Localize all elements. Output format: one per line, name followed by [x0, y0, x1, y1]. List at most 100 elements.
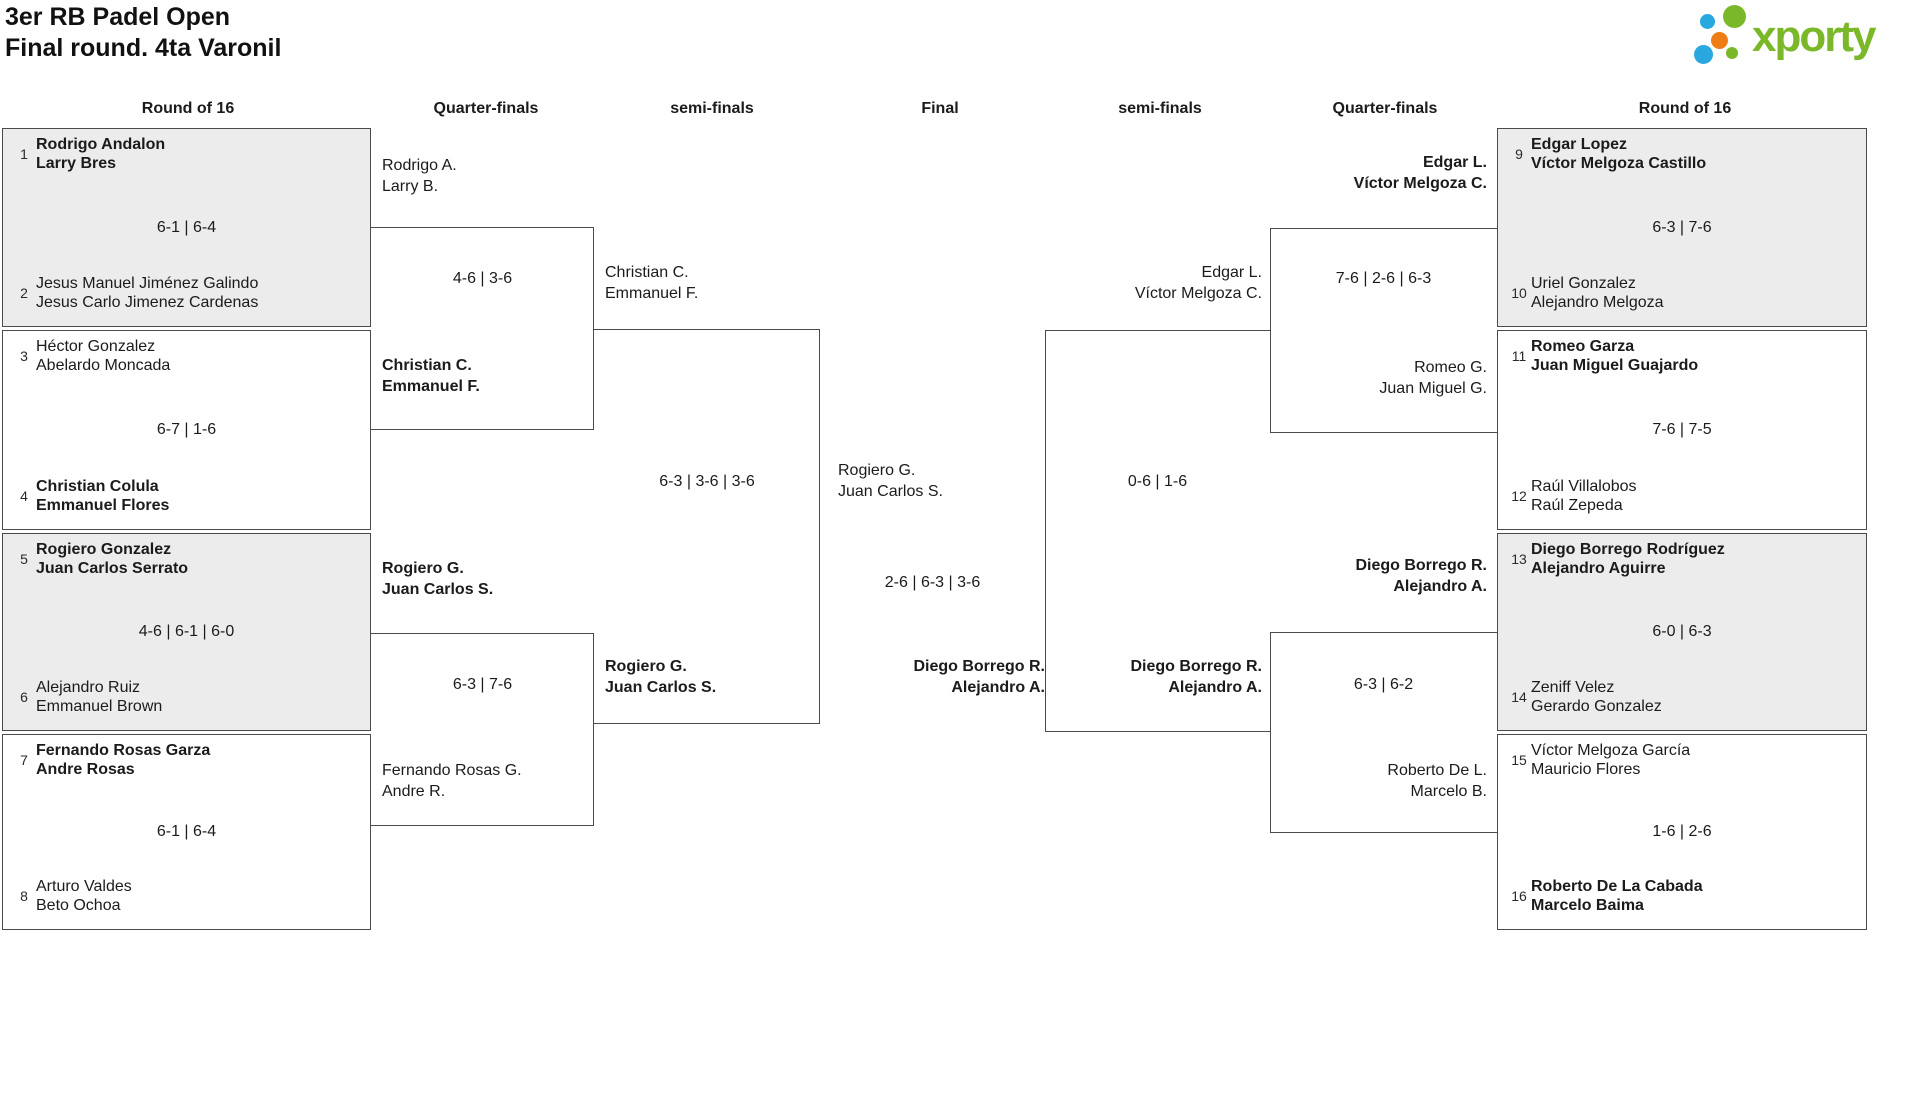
final-score: 2-6 | 6-3 | 3-6: [884, 574, 981, 591]
qf-right-2-top-team: Diego Borrego R. Alejandro A.: [1270, 555, 1487, 597]
final-bottom-team: Diego Borrego R. Alejandro A.: [820, 656, 1045, 698]
match-box-r16-1[interactable]: 1 Rodrigo Andalon Larry Bres 6-1 | 6-4 2…: [2, 128, 371, 327]
player-name: Víctor Melgoza C.: [1353, 175, 1487, 192]
player-name: Rodrigo A.: [382, 157, 457, 174]
player-name: Romeo Garza: [1531, 338, 1635, 355]
player-name: Jesus Carlo Jimenez Cardenas: [36, 294, 259, 311]
player-name: Andre R.: [382, 783, 446, 800]
player-name: Marcelo Baima: [1531, 897, 1644, 914]
seed-number: 13: [1511, 551, 1527, 567]
player-name: Raúl Zepeda: [1531, 497, 1623, 514]
player-name: Diego Borrego R.: [1355, 557, 1487, 574]
team-names: Roberto De La Cabada Marcelo Baima: [1531, 877, 1703, 915]
xporty-logo[interactable]: xporty: [1692, 3, 1920, 75]
logo-dot-green-small-icon: [1726, 47, 1738, 59]
seed-number: 14: [1511, 689, 1527, 705]
qf-right-2-bottom-team: Roberto De L. Marcelo B.: [1270, 760, 1487, 802]
seed-number: 6: [20, 689, 28, 705]
team-names: Christian Colula Emmanuel Flores: [36, 477, 169, 515]
player-name: Christian C.: [382, 357, 472, 374]
player-name: Jesus Manuel Jiménez Galindo: [36, 275, 259, 292]
logo-dot-blue-small-icon: [1700, 14, 1715, 29]
logo-wordmark: xporty: [1752, 12, 1876, 61]
seed-number: 9: [1515, 146, 1523, 162]
logo-dot-blue-large-icon: [1694, 45, 1713, 64]
player-name: Diego Borrego R.: [913, 658, 1045, 675]
qf-right-2-score: 6-3 | 6-2: [1353, 676, 1414, 693]
player-name: Juan Carlos S.: [838, 483, 943, 500]
seed-number: 2: [20, 285, 28, 301]
qf-left-2-top-team: Rogiero G. Juan Carlos S.: [382, 558, 493, 600]
match-box-r16-4[interactable]: 7 Fernando Rosas Garza Andre Rosas 6-1 |…: [2, 734, 371, 930]
player-name: Rogiero G.: [382, 560, 464, 577]
player-name: Juan Miguel G.: [1379, 380, 1487, 397]
match-box-r16-3[interactable]: 5 Rogiero Gonzalez Juan Carlos Serrato 4…: [2, 533, 371, 731]
seed-number: 1: [20, 146, 28, 162]
player-name: Gerardo Gonzalez: [1531, 698, 1662, 715]
player-name: Juan Carlos S.: [382, 581, 494, 598]
sf-left-connector: [594, 329, 820, 724]
player-name: Víctor Melgoza C.: [1134, 285, 1262, 302]
player-name: Alejandro Melgoza: [1531, 294, 1664, 311]
player-name: Romeo G.: [1414, 359, 1487, 376]
player-name: Juan Carlos Serrato: [36, 560, 189, 577]
team-names: Rodrigo Andalon Larry Bres: [36, 135, 165, 173]
player-name: Raúl Villalobos: [1531, 478, 1637, 495]
player-name: Roberto De L.: [1387, 762, 1487, 779]
player-name: Juan Carlos S.: [605, 679, 717, 696]
team-names: Jesus Manuel Jiménez Galindo Jesus Carlo…: [36, 274, 258, 312]
qf-left-2-bottom-team: Fernando Rosas G. Andre R.: [382, 760, 522, 802]
match-box-r16-2[interactable]: 3 Héctor Gonzalez Abelardo Moncada 6-7 |…: [2, 330, 371, 530]
player-name: Rogiero G.: [838, 462, 916, 479]
sf-left-score: 6-3 | 3-6 | 3-6: [659, 473, 755, 490]
player-name: Diego Borrego R.: [1130, 658, 1262, 675]
player-name: Alejandro A.: [1393, 578, 1487, 595]
match-box-r16-7[interactable]: 13 Diego Borrego Rodríguez Alejandro Agu…: [1497, 533, 1867, 731]
player-name: Víctor Melgoza García: [1531, 742, 1691, 759]
col-header-round-of-16-right: Round of 16: [1638, 100, 1732, 117]
col-header-semi-finals-left: semi-finals: [670, 100, 754, 117]
team-names: Fernando Rosas Garza Andre Rosas: [36, 741, 210, 779]
player-name: Edgar L.: [1201, 264, 1262, 281]
match-box-r16-8[interactable]: 15 Víctor Melgoza García Mauricio Flores…: [1497, 734, 1867, 930]
qf-right-1-connector: [1270, 228, 1497, 433]
logo-dot-green-large-icon: [1723, 5, 1746, 28]
player-name: Emmanuel F.: [605, 285, 699, 302]
qf-right-2-connector: [1270, 632, 1497, 833]
match-score: 6-1 | 6-4: [156, 218, 217, 236]
seed-number: 10: [1511, 285, 1527, 301]
sf-right-bottom-team: Diego Borrego R. Alejandro A.: [1045, 656, 1262, 698]
player-name: Larry Bres: [36, 155, 117, 172]
player-name: Andre Rosas: [36, 761, 135, 778]
player-name: Arturo Valdes: [36, 878, 132, 895]
final-top-team: Rogiero G. Juan Carlos S.: [838, 460, 943, 502]
col-header-quarter-finals-left: Quarter-finals: [433, 100, 539, 117]
team-names: Rogiero Gonzalez Juan Carlos Serrato: [36, 540, 188, 578]
player-name: Abelardo Moncada: [36, 357, 171, 374]
match-score: 6-3 | 7-6: [1652, 218, 1712, 236]
match-score: 6-1 | 6-4: [156, 823, 217, 840]
match-score: 6-0 | 6-3: [1652, 623, 1712, 640]
qf-right-1-bottom-team: Romeo G. Juan Miguel G.: [1270, 357, 1487, 399]
team-names: Diego Borrego Rodríguez Alejandro Aguirr…: [1531, 540, 1725, 578]
seed-number: 16: [1511, 888, 1527, 904]
player-name: Alejandro Aguirre: [1531, 560, 1666, 577]
seed-number: 15: [1511, 752, 1527, 768]
player-name: Emmanuel F.: [382, 378, 480, 395]
team-names: Edgar Lopez Víctor Melgoza Castillo: [1531, 135, 1706, 173]
player-name: Fernando Rosas Garza: [36, 742, 211, 759]
player-name: Edgar Lopez: [1531, 136, 1628, 153]
team-names: Romeo Garza Juan Miguel Guajardo: [1531, 337, 1698, 375]
seed-number: 8: [20, 888, 28, 904]
match-box-r16-5[interactable]: 9 Edgar Lopez Víctor Melgoza Castillo 6-…: [1497, 128, 1867, 327]
player-name: Marcelo B.: [1410, 783, 1487, 800]
team-names: Arturo Valdes Beto Ochoa: [36, 877, 132, 915]
qf-left-1-bottom-team: Christian C. Emmanuel F.: [382, 355, 480, 397]
player-name: Roberto De La Cabada: [1531, 878, 1703, 895]
seed-number: 7: [20, 752, 28, 768]
match-box-r16-6[interactable]: 11 Romeo Garza Juan Miguel Guajardo 7-6 …: [1497, 330, 1867, 530]
player-name: Larry B.: [382, 178, 439, 195]
sf-right-top-team: Edgar L. Víctor Melgoza C.: [1045, 262, 1262, 304]
sf-left-top-team: Christian C. Emmanuel F.: [605, 262, 698, 304]
seed-number: 11: [1511, 348, 1527, 364]
